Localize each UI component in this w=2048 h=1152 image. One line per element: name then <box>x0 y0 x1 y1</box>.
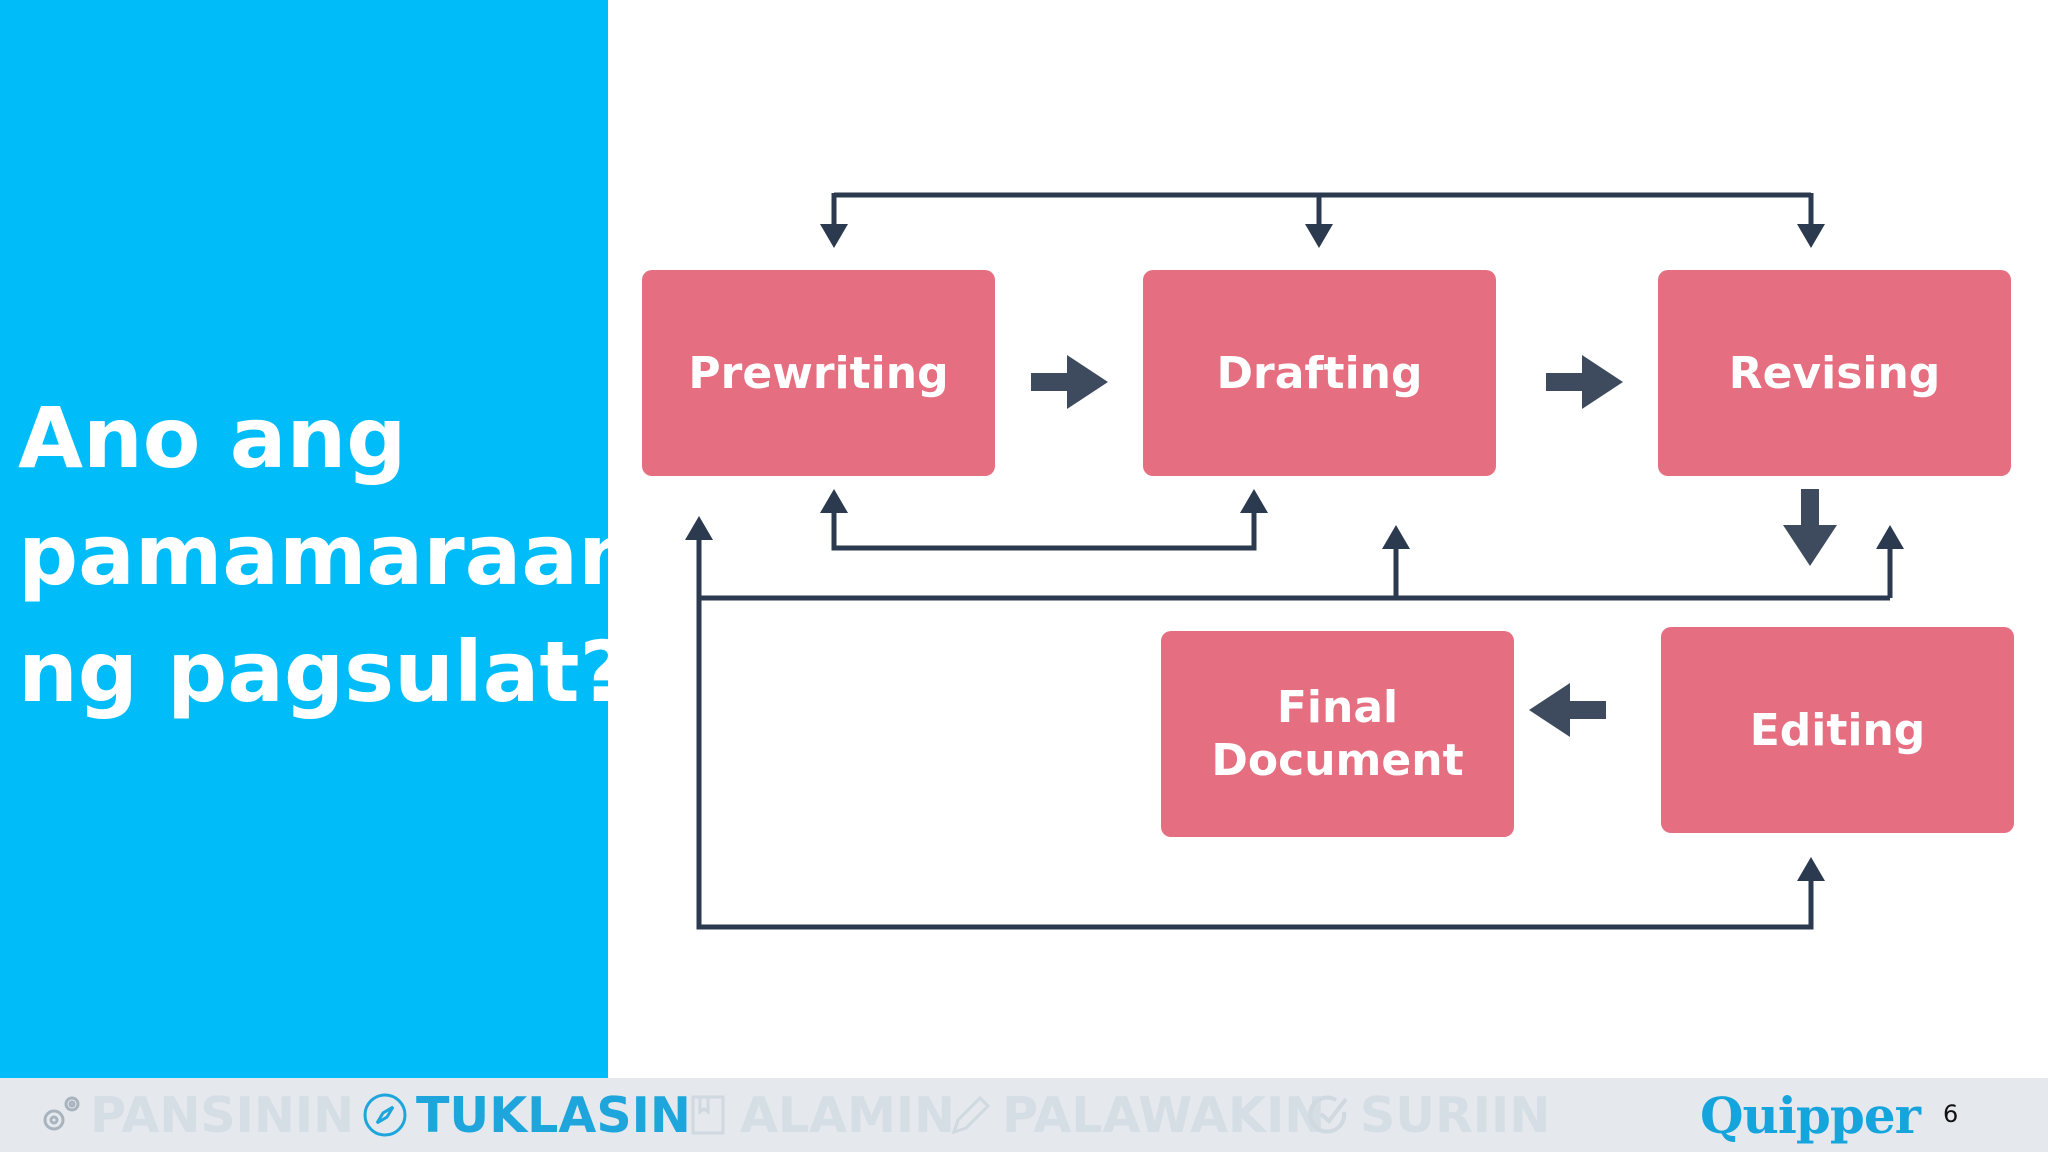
arrowhead-down <box>820 224 848 248</box>
step-editing: Editing <box>1661 627 2014 833</box>
step-prewriting: Prewriting <box>642 270 995 476</box>
question-line: ng pagsulat? <box>18 623 629 721</box>
question-line: Ano ang <box>18 389 407 487</box>
gear-icon <box>43 1096 80 1131</box>
footer-item-label: SURIIN <box>1360 1086 1551 1144</box>
footer-item-pansinin[interactable]: PANSININ <box>34 1078 354 1152</box>
footer-item-label: PALAWAKIN <box>1002 1086 1326 1144</box>
step-label: Editing <box>1749 704 1926 756</box>
arrowhead-down <box>1797 224 1825 248</box>
arrow-drafting-to-revising <box>1546 355 1623 409</box>
question-line: pamamaraan <box>18 506 638 604</box>
arrowhead-up <box>685 516 713 540</box>
step-revising: Revising <box>1658 270 2011 476</box>
arrowhead-up <box>1240 489 1268 513</box>
step-label: Revising <box>1728 347 1941 399</box>
arrowhead-up <box>1382 525 1410 549</box>
arrow-editing-to-final <box>1529 683 1606 737</box>
book-icon <box>691 1095 725 1135</box>
step-label: Prewriting <box>688 347 949 399</box>
quipper-logo: Quipper <box>1700 1085 1921 1145</box>
step-final-document: Final Document <box>1161 631 1514 837</box>
title-panel <box>0 0 608 1078</box>
footer-bar <box>0 1078 2048 1152</box>
check-circle-icon <box>1308 1095 1348 1134</box>
prewriting-drafting-loop <box>831 513 1257 551</box>
writing-process-diagram <box>685 192 1904 930</box>
footer-item-palawakin[interactable]: PALAWAKIN <box>946 1078 1325 1152</box>
page-number: 6 <box>1943 1100 1959 1128</box>
arrowhead-up <box>1797 857 1825 881</box>
arrowhead-down <box>1305 224 1333 248</box>
step-label: Document <box>1211 735 1464 786</box>
left-feedback-line <box>696 540 1814 930</box>
pencil-icon <box>951 1095 991 1135</box>
brand-text: Quipper <box>1700 1085 1921 1145</box>
arrow-prewriting-to-drafting <box>1031 355 1108 409</box>
footer-item-alamin[interactable]: ALAMIN <box>684 1078 955 1152</box>
footer-item-suriin[interactable]: SURIIN <box>1304 1078 1550 1152</box>
step-drafting: Drafting <box>1143 270 1496 476</box>
slide-question: Ano ang pamamaraan ng pagsulat? <box>18 380 638 731</box>
step-label: Final <box>1276 682 1399 733</box>
arrowhead-up <box>1876 525 1904 549</box>
compass-icon <box>363 1093 407 1137</box>
footer-item-label: PANSININ <box>90 1086 355 1144</box>
footer-item-label: ALAMIN <box>740 1086 956 1144</box>
footer-item-tuklasin[interactable]: TUKLASIN <box>360 1078 691 1152</box>
step-label: Drafting <box>1216 347 1423 399</box>
footer-item-label: TUKLASIN <box>416 1086 691 1144</box>
arrow-revising-to-editing <box>1783 489 1837 566</box>
arrowhead-up <box>820 489 848 513</box>
